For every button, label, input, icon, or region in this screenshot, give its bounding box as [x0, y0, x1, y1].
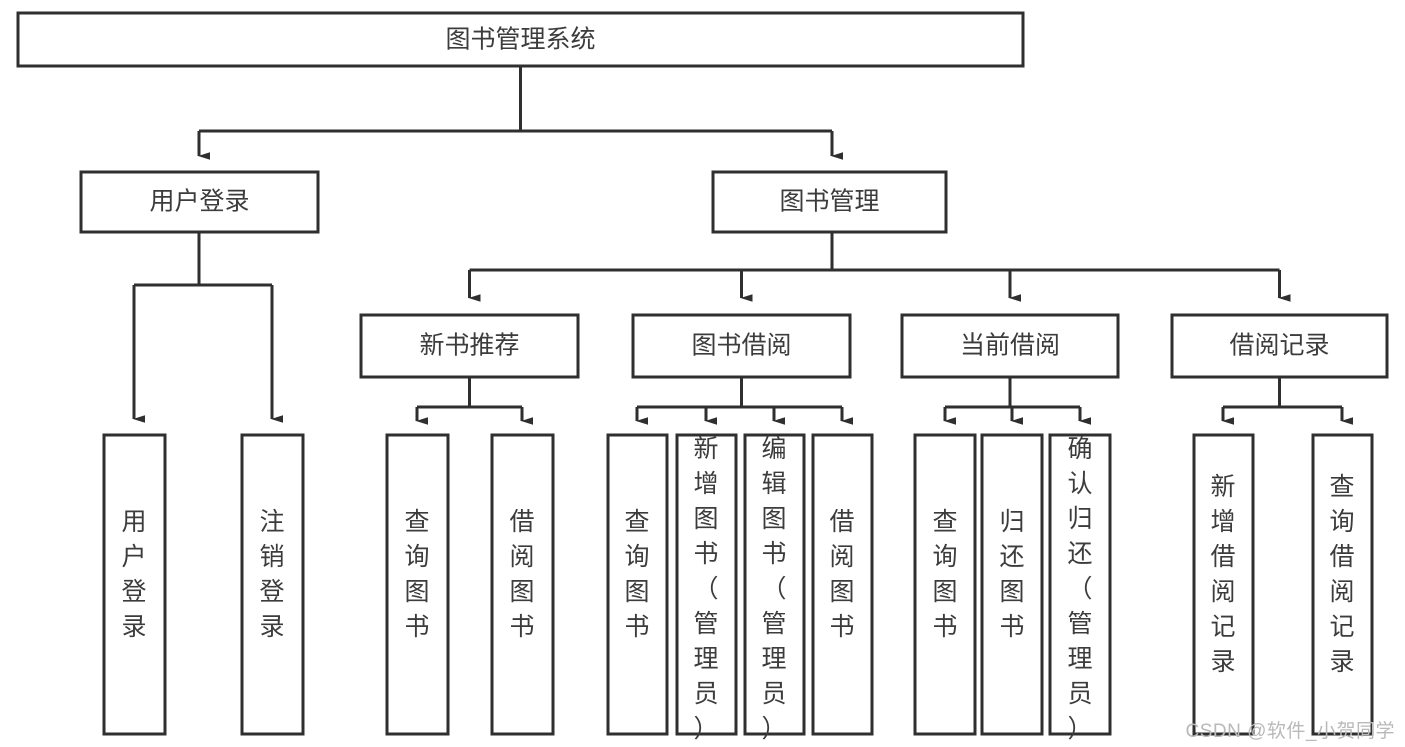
leaf-return-book-box[interactable]: [980, 433, 1044, 736]
connectors-new-book-to-leaves: [415, 377, 533, 425]
leaf-edit-book-admin[interactable]: 编辑图书（管理员）: [743, 433, 806, 743]
node-book-management[interactable]: 图书管理: [711, 170, 948, 234]
node-book-management-label: 图书管理: [779, 188, 879, 216]
leaf-borrow-book-recommend-label: 借阅图书: [509, 508, 534, 641]
node-borrow-record[interactable]: 借阅记录: [1170, 313, 1389, 379]
leaf-query-book-borrow[interactable]: 查询图书: [606, 433, 669, 736]
leaf-return-book-label: 归还图书: [999, 508, 1024, 641]
node-borrow-record-label: 借阅记录: [1229, 332, 1329, 360]
leaf-query-book-borrow-label: 查询图书: [624, 508, 649, 641]
leaf-add-borrow-record[interactable]: 新增借阅记录: [1192, 433, 1255, 736]
leaf-add-book-admin-label: 新增图书（管理员）: [693, 435, 718, 743]
leaf-confirm-return-admin-box[interactable]: [1048, 433, 1112, 736]
leaf-confirm-return-admin[interactable]: 确认归还（管理员）: [1048, 433, 1112, 743]
leaf-query-book-current[interactable]: 查询图书: [913, 433, 977, 736]
node-book-borrow-box[interactable]: [631, 313, 852, 379]
leaf-query-borrow-record-box[interactable]: [1311, 433, 1374, 736]
leaf-query-book-borrow-box[interactable]: [606, 433, 669, 736]
node-new-book-recommend[interactable]: 新书推荐: [359, 313, 580, 379]
leaf-borrow-book-recommend[interactable]: 借阅图书: [490, 433, 555, 736]
node-book-borrow[interactable]: 图书借阅: [631, 313, 852, 379]
leaf-add-book-admin-box[interactable]: [675, 433, 738, 736]
leaf-query-book-current-box[interactable]: [913, 433, 977, 736]
leaf-add-borrow-record-box[interactable]: [1192, 433, 1255, 736]
node-book-management-box[interactable]: [711, 170, 948, 234]
leaf-user-login[interactable]: 用户登录: [102, 433, 167, 736]
connectors-root-to-level2: [197, 66, 843, 160]
node-user-login-box[interactable]: [79, 170, 320, 234]
node-borrow-record-box[interactable]: [1170, 313, 1389, 379]
leaf-query-book-current-label: 查询图书: [932, 508, 957, 641]
leaf-borrow-book-recommend-box[interactable]: [490, 433, 555, 736]
leaf-borrow-book-box[interactable]: [811, 433, 874, 736]
leaf-add-book-admin[interactable]: 新增图书（管理员）: [675, 433, 738, 743]
leaf-query-borrow-record[interactable]: 查询借阅记录: [1311, 433, 1374, 736]
leaf-user-login-box[interactable]: [102, 433, 167, 736]
node-root-label: 图书管理系统: [445, 26, 595, 54]
connectors-book-mgmt-to-level3: [468, 232, 1291, 302]
node-current-borrow-label: 当前借阅: [960, 332, 1060, 360]
leaf-edit-book-admin-label: 编辑图书（管理员）: [761, 435, 786, 743]
leaf-logout-label: 注销登录: [259, 508, 284, 641]
leaf-logout[interactable]: 注销登录: [240, 433, 305, 736]
csdn-watermark: CSDN @软件_小贺同学: [1185, 721, 1395, 742]
node-root-box[interactable]: [16, 11, 1025, 68]
leaf-return-book[interactable]: 归还图书: [980, 433, 1044, 736]
node-book-borrow-label: 图书借阅: [691, 332, 791, 360]
connectors-user-login-to-leaves: [132, 232, 283, 423]
node-new-book-recommend-box[interactable]: [359, 313, 580, 379]
leaf-query-book-recommend-box[interactable]: [385, 433, 450, 736]
leaf-query-book-recommend-label: 查询图书: [404, 508, 429, 641]
leaf-logout-box[interactable]: [240, 433, 305, 736]
node-user-login-label: 用户登录: [149, 188, 249, 216]
connectors-book-borrow-to-leaves: [635, 377, 853, 425]
leaf-borrow-book[interactable]: 借阅图书: [811, 433, 874, 736]
node-current-borrow-box[interactable]: [900, 313, 1120, 379]
connectors-borrow-record-to-leaves: [1221, 377, 1353, 425]
leaf-query-borrow-record-label: 查询借阅记录: [1329, 473, 1354, 676]
node-root[interactable]: 图书管理系统: [16, 11, 1025, 68]
leaf-query-book-recommend[interactable]: 查询图书: [385, 433, 450, 736]
connectors-current-borrow-to-leaves: [943, 377, 1091, 425]
leaf-edit-book-admin-box[interactable]: [743, 433, 806, 736]
node-new-book-recommend-label: 新书推荐: [419, 332, 519, 360]
leaf-confirm-return-admin-label: 确认归还（管理员）: [1067, 435, 1092, 743]
node-user-login[interactable]: 用户登录: [79, 170, 320, 234]
leaf-user-login-label: 用户登录: [121, 508, 146, 641]
leaf-borrow-book-label: 借阅图书: [829, 508, 854, 641]
node-current-borrow[interactable]: 当前借阅: [900, 313, 1120, 379]
leaf-add-borrow-record-label: 新增借阅记录: [1210, 473, 1235, 676]
